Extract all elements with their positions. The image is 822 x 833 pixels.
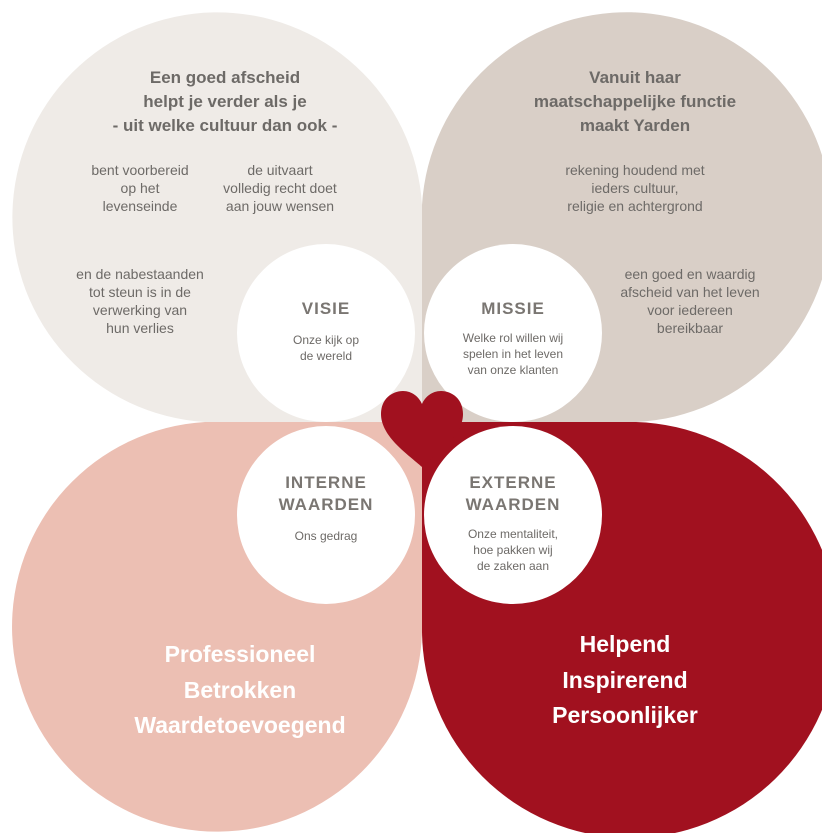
visie-circle: VISIE Onze kijk op de wereld bbox=[237, 244, 415, 422]
text-line: rekening houdend met bbox=[565, 162, 705, 178]
text-line: de uitvaart bbox=[247, 162, 313, 178]
missie-heading-line: maakt Yarden bbox=[579, 116, 691, 136]
visie-heading: Een goed afscheid helpt je verder als je… bbox=[100, 66, 350, 138]
visie-point-relatives: en de nabestaanden tot steun is in de ve… bbox=[50, 266, 230, 338]
text-line: Onze kijk op bbox=[292, 333, 360, 347]
text-line: hun verlies bbox=[106, 319, 174, 336]
visie-heading-line: Een goed afscheid bbox=[149, 68, 301, 87]
externe-waarden-subtitle: Onze mentaliteit, hoe pakken wij de zake… bbox=[424, 526, 602, 575]
visie-point-prepared: bent voorbereid op het levenseinde bbox=[65, 162, 215, 216]
interne-waarden-title: INTERNE WAARDEN bbox=[237, 472, 415, 516]
value-line: Persoonlijker bbox=[552, 702, 698, 729]
text-line: en de nabestaanden bbox=[76, 266, 204, 282]
text-line: religie en achtergrond bbox=[567, 197, 703, 214]
text-line: bereikbaar bbox=[656, 319, 724, 336]
text-line: de wereld bbox=[299, 349, 353, 364]
missie-heading: Vanuit haar maatschappelijke functie maa… bbox=[510, 66, 760, 138]
text-line: de zaken aan bbox=[476, 559, 550, 574]
text-line: Ons gedrag bbox=[294, 529, 358, 543]
text-line: levenseinde bbox=[102, 197, 178, 214]
text-line: voor iedereen bbox=[647, 301, 733, 318]
interne-waarden-circle: INTERNE WAARDEN Ons gedrag bbox=[237, 426, 415, 604]
text-line: EXTERNE bbox=[469, 473, 557, 492]
missie-subtitle: Welke rol willen wij spelen in het leven… bbox=[424, 330, 602, 379]
text-line: verwerking van bbox=[92, 301, 188, 318]
externe-waarden-values: Helpend Inspirerend Persoonlijker bbox=[495, 627, 755, 734]
missie-heading-line: Vanuit haar bbox=[589, 68, 681, 87]
text-line: volledig recht doet bbox=[223, 179, 337, 196]
text-line: ieders cultuur, bbox=[591, 179, 679, 196]
interne-waarden-subtitle: Ons gedrag bbox=[237, 528, 415, 544]
text-line: van onze klanten bbox=[467, 363, 559, 378]
value-line: Professioneel bbox=[164, 641, 316, 667]
missie-title: MISSIE bbox=[481, 299, 545, 318]
text-line: WAARDEN bbox=[465, 495, 561, 515]
visie-title: VISIE bbox=[301, 299, 351, 318]
text-line: WAARDEN bbox=[278, 495, 374, 515]
interne-waarden-values: Professioneel Betrokken Waardetoevoegend bbox=[95, 637, 385, 744]
text-line: bent voorbereid bbox=[91, 162, 189, 178]
externe-waarden-circle: EXTERNE WAARDEN Onze mentaliteit, hoe pa… bbox=[424, 426, 602, 604]
value-line: Helpend bbox=[579, 631, 671, 657]
text-line: INTERNE bbox=[285, 473, 367, 492]
visie-heading-line: - uit welke cultuur dan ook - bbox=[112, 116, 338, 136]
visie-point-funeral-wishes: de uitvaart volledig recht doet aan jouw… bbox=[200, 162, 360, 216]
text-line: spelen in het leven bbox=[462, 347, 564, 362]
missie-circle: MISSIE Welke rol willen wij spelen in he… bbox=[424, 244, 602, 422]
value-line: Betrokken bbox=[183, 676, 297, 703]
value-line: Inspirerend bbox=[562, 666, 688, 693]
text-line: een goed en waardig bbox=[624, 266, 756, 282]
text-line: op het bbox=[120, 179, 160, 196]
visie-subtitle: Onze kijk op de wereld bbox=[237, 332, 415, 364]
heart-icon bbox=[381, 391, 463, 467]
text-line: hoe pakken wij bbox=[473, 543, 553, 558]
text-line: aan jouw wensen bbox=[225, 197, 335, 214]
text-line: tot steun is in de bbox=[89, 283, 191, 300]
missie-heading-line: maatschappelijke functie bbox=[533, 92, 737, 112]
text-line: afscheid van het leven bbox=[620, 283, 760, 300]
externe-waarden-title: EXTERNE WAARDEN bbox=[424, 472, 602, 516]
visie-heading-line: helpt je verder als je bbox=[143, 92, 307, 112]
value-line: Waardetoevoegend bbox=[134, 712, 346, 739]
missie-point-accessible: een goed en waardig afscheid van het lev… bbox=[590, 266, 790, 338]
text-line: Onze mentaliteit, bbox=[467, 527, 559, 541]
text-line: Welke rol willen wij bbox=[462, 331, 564, 345]
missie-point-culture: rekening houdend met ieders cultuur, rel… bbox=[530, 162, 740, 216]
